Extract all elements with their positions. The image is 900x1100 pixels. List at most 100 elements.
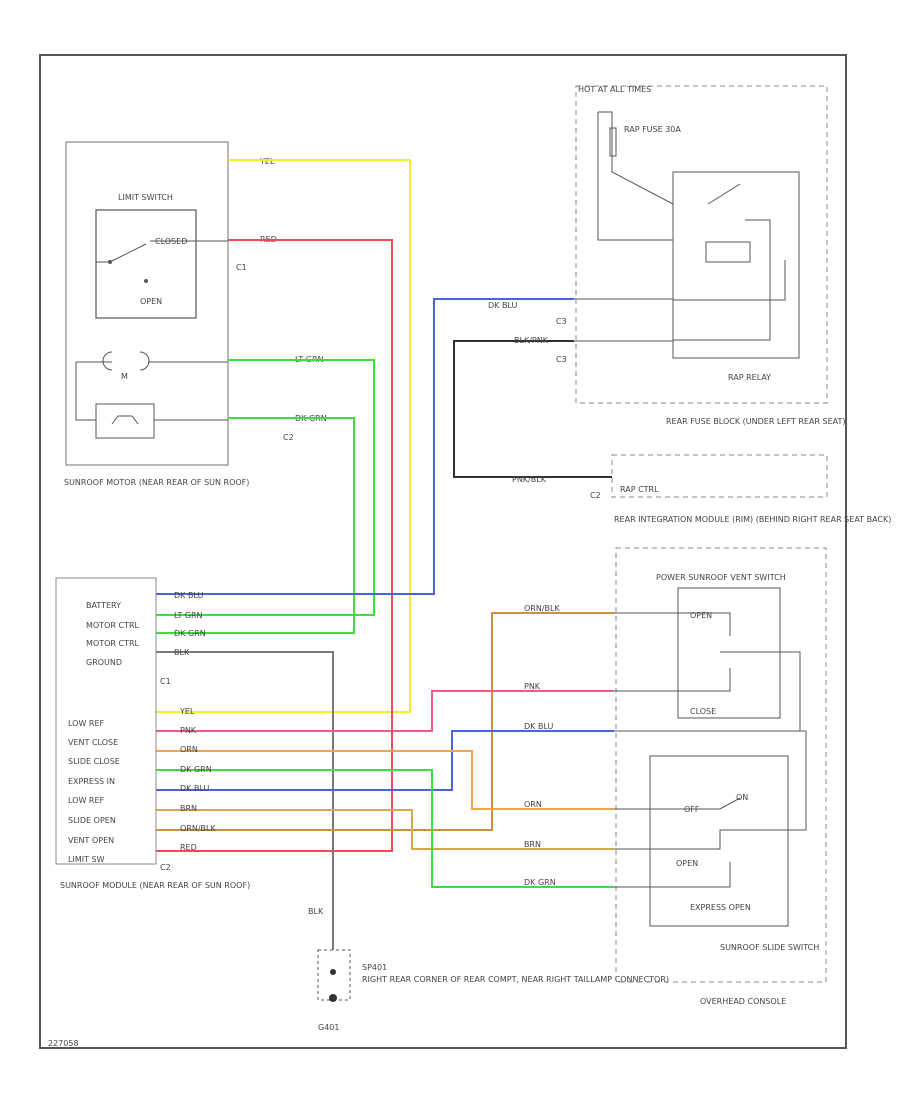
wire-dk-grn-express [156,769,614,888]
ground-wire-label: BLK [308,907,324,916]
console-wire-labels: ORN/BLK PNK DK BLU ORN BRN DK GRN [524,604,560,887]
ground-symbol [329,994,337,1002]
module-wire-c2: RED [180,843,197,852]
module-wire-labels-c1: DK BLU LT GRN DK GRN BLK [174,591,206,657]
splice-label: SP401 [362,963,387,972]
module-pin-c2: SLIDE OPEN [68,816,116,825]
rap-c3-label-a: C3 [556,317,567,326]
relay-switch [707,183,741,205]
console-wire: BRN [524,840,541,849]
overhead-console: POWER SUNROOF VENT SWITCH OPEN CLOSE ON … [614,547,827,1006]
vent-open-label: OPEN [690,611,712,620]
sunroof-motor: LIMIT SWITCH CLOSED OPEN M SUNROOF MOTOR… [64,141,294,487]
module-wire-c2: DK GRN [180,765,212,774]
module-label: SUNROOF MODULE (NEAR REAR OF SUN ROOF) [60,881,250,890]
module-pin-c2: VENT OPEN [68,836,114,845]
module-wire-c2: PNK [180,726,197,735]
rap-relay-label: RAP RELAY [728,373,771,382]
module-pin-c2: EXPRESS IN [68,777,115,786]
relay-coil [705,241,751,263]
slide-open-label: OPEN [676,859,698,868]
wire-yel [156,159,411,713]
slide-switch-box [649,755,789,927]
slide-on-label: ON [736,793,748,802]
limit-open-label: OPEN [140,297,162,306]
wire-blkpnk-rap-label: BLK/PNK [514,336,549,345]
rear-fuse-block: HOT AT ALL TIMES RAP FUSE 30A RAP RELAY … [488,85,846,426]
vent-switch-label: POWER SUNROOF VENT SWITCH [656,573,786,582]
wire-orn [156,750,614,810]
module-wire-labels-c2: YEL PNK ORN DK GRN DK BLU BRN ORN/BLK RED [179,707,216,852]
hot-at-all-times: HOT AT ALL TIMES [578,85,651,94]
wire-dk-blu-battery [156,298,574,595]
module-c1-label: C1 [160,677,171,686]
wires [156,159,614,950]
console-wire: ORN [524,800,542,809]
rear-fuse-block-label: REAR FUSE BLOCK (UNDER LEFT REAR SEAT) [666,417,846,426]
module-pin-c1: MOTOR CTRL [86,639,140,648]
module-pin-c1: BATTERY [86,601,121,610]
module-wire-c2: YEL [179,707,195,716]
module-wire-c2: ORN/BLK [180,824,216,833]
rap-fuse-label: RAP FUSE 30A [624,125,681,134]
rap-ctrl-label: RAP CTRL [620,485,659,494]
rap-relay-box [672,171,800,359]
module-wire-c2: DK BLU [180,784,209,793]
sunroof-module: C1 C2 SUNROOF MODULE (NEAR REAR OF SUN R… [55,577,250,890]
module-wire-c1: DK GRN [174,629,206,638]
vent-close-label: CLOSE [690,707,716,716]
motor-symbol: M [121,372,128,381]
rap-c3-label-b: C3 [556,355,567,364]
wire-brn [156,809,614,850]
wire-dkblu-rap-label: DK BLU [488,301,517,310]
module-wire-c1: LT GRN [174,611,203,620]
wire-orn-blk [156,612,614,831]
module-pin-c2: LIMIT SW [68,855,105,864]
wire-yel-label: YEL [259,157,275,166]
console-wire: DK GRN [524,878,556,887]
wire-blk-ground [156,651,334,950]
motor-c2-label: C2 [283,433,294,442]
console-wire: DK BLU [524,722,553,731]
module-pin-c1: MOTOR CTRL [86,621,140,630]
ground-location: RIGHT REAR CORNER OF REAR COMPT, NEAR RI… [362,975,669,984]
module-pin-c2: LOW REF [68,796,105,805]
diagram-frame [39,54,847,1049]
wire-pnkblk-label: PNK/BLK [512,475,547,484]
module-wire-c2: ORN [180,745,198,754]
limit-switch-contact [109,243,147,263]
console-wire: ORN/BLK [524,604,560,613]
module-pin-c2: SLIDE CLOSE [68,757,120,766]
module-pin-c2: VENT CLOSE [68,738,118,747]
motor-c1-label: C1 [236,263,247,272]
ground-id: G401 [318,1023,339,1032]
module-pins-c2: LOW REF VENT CLOSE SLIDE CLOSE EXPRESS IN LO… [68,719,120,864]
module-wire-c1: DK BLU [174,591,203,600]
module-pin-c1: GROUND [86,658,122,667]
rim-c2-label: C2 [590,491,601,500]
rim-label: REAR INTEGRATION MODULE (RIM) (BEHIND RI… [614,515,891,524]
module-c2-label: C2 [160,863,171,872]
module-pins-c1: BATTERY MOTOR CTRL MOTOR CTRL GROUND [86,601,140,667]
limit-switch-label: LIMIT SWITCH [118,193,173,202]
express-label: EXPRESS OPEN [690,903,751,912]
rear-integration-module: RAP CTRL PNK/BLK C2 REAR INTEGRATION MOD… [512,454,891,524]
wire-dk-grn [156,417,355,634]
motor-label: SUNROOF MOTOR (NEAR REAR OF SUN ROOF) [64,478,249,487]
module-wire-c2: BRN [180,804,197,813]
ground-sp401: BLK SP401 RIGHT REAR CORNER OF REAR COMP… [308,907,669,1032]
wire-pnk [156,690,614,732]
wire-blk-pnk [453,340,612,478]
slide-switch-label: SUNROOF SLIDE SWITCH [720,943,819,952]
limit-switch-box [95,209,197,319]
console-wire: PNK [524,682,541,691]
wire-lt-grn [156,359,375,616]
figure-code: 227058 [48,1039,79,1048]
wire-dk-blu-lowref [156,730,614,791]
vent-switch-box [677,587,781,719]
wire-red [156,239,393,852]
module-pin-c2: LOW REF [68,719,105,728]
module-wire-c1: BLK [174,648,190,657]
overhead-console-label: OVERHEAD CONSOLE [700,997,786,1006]
